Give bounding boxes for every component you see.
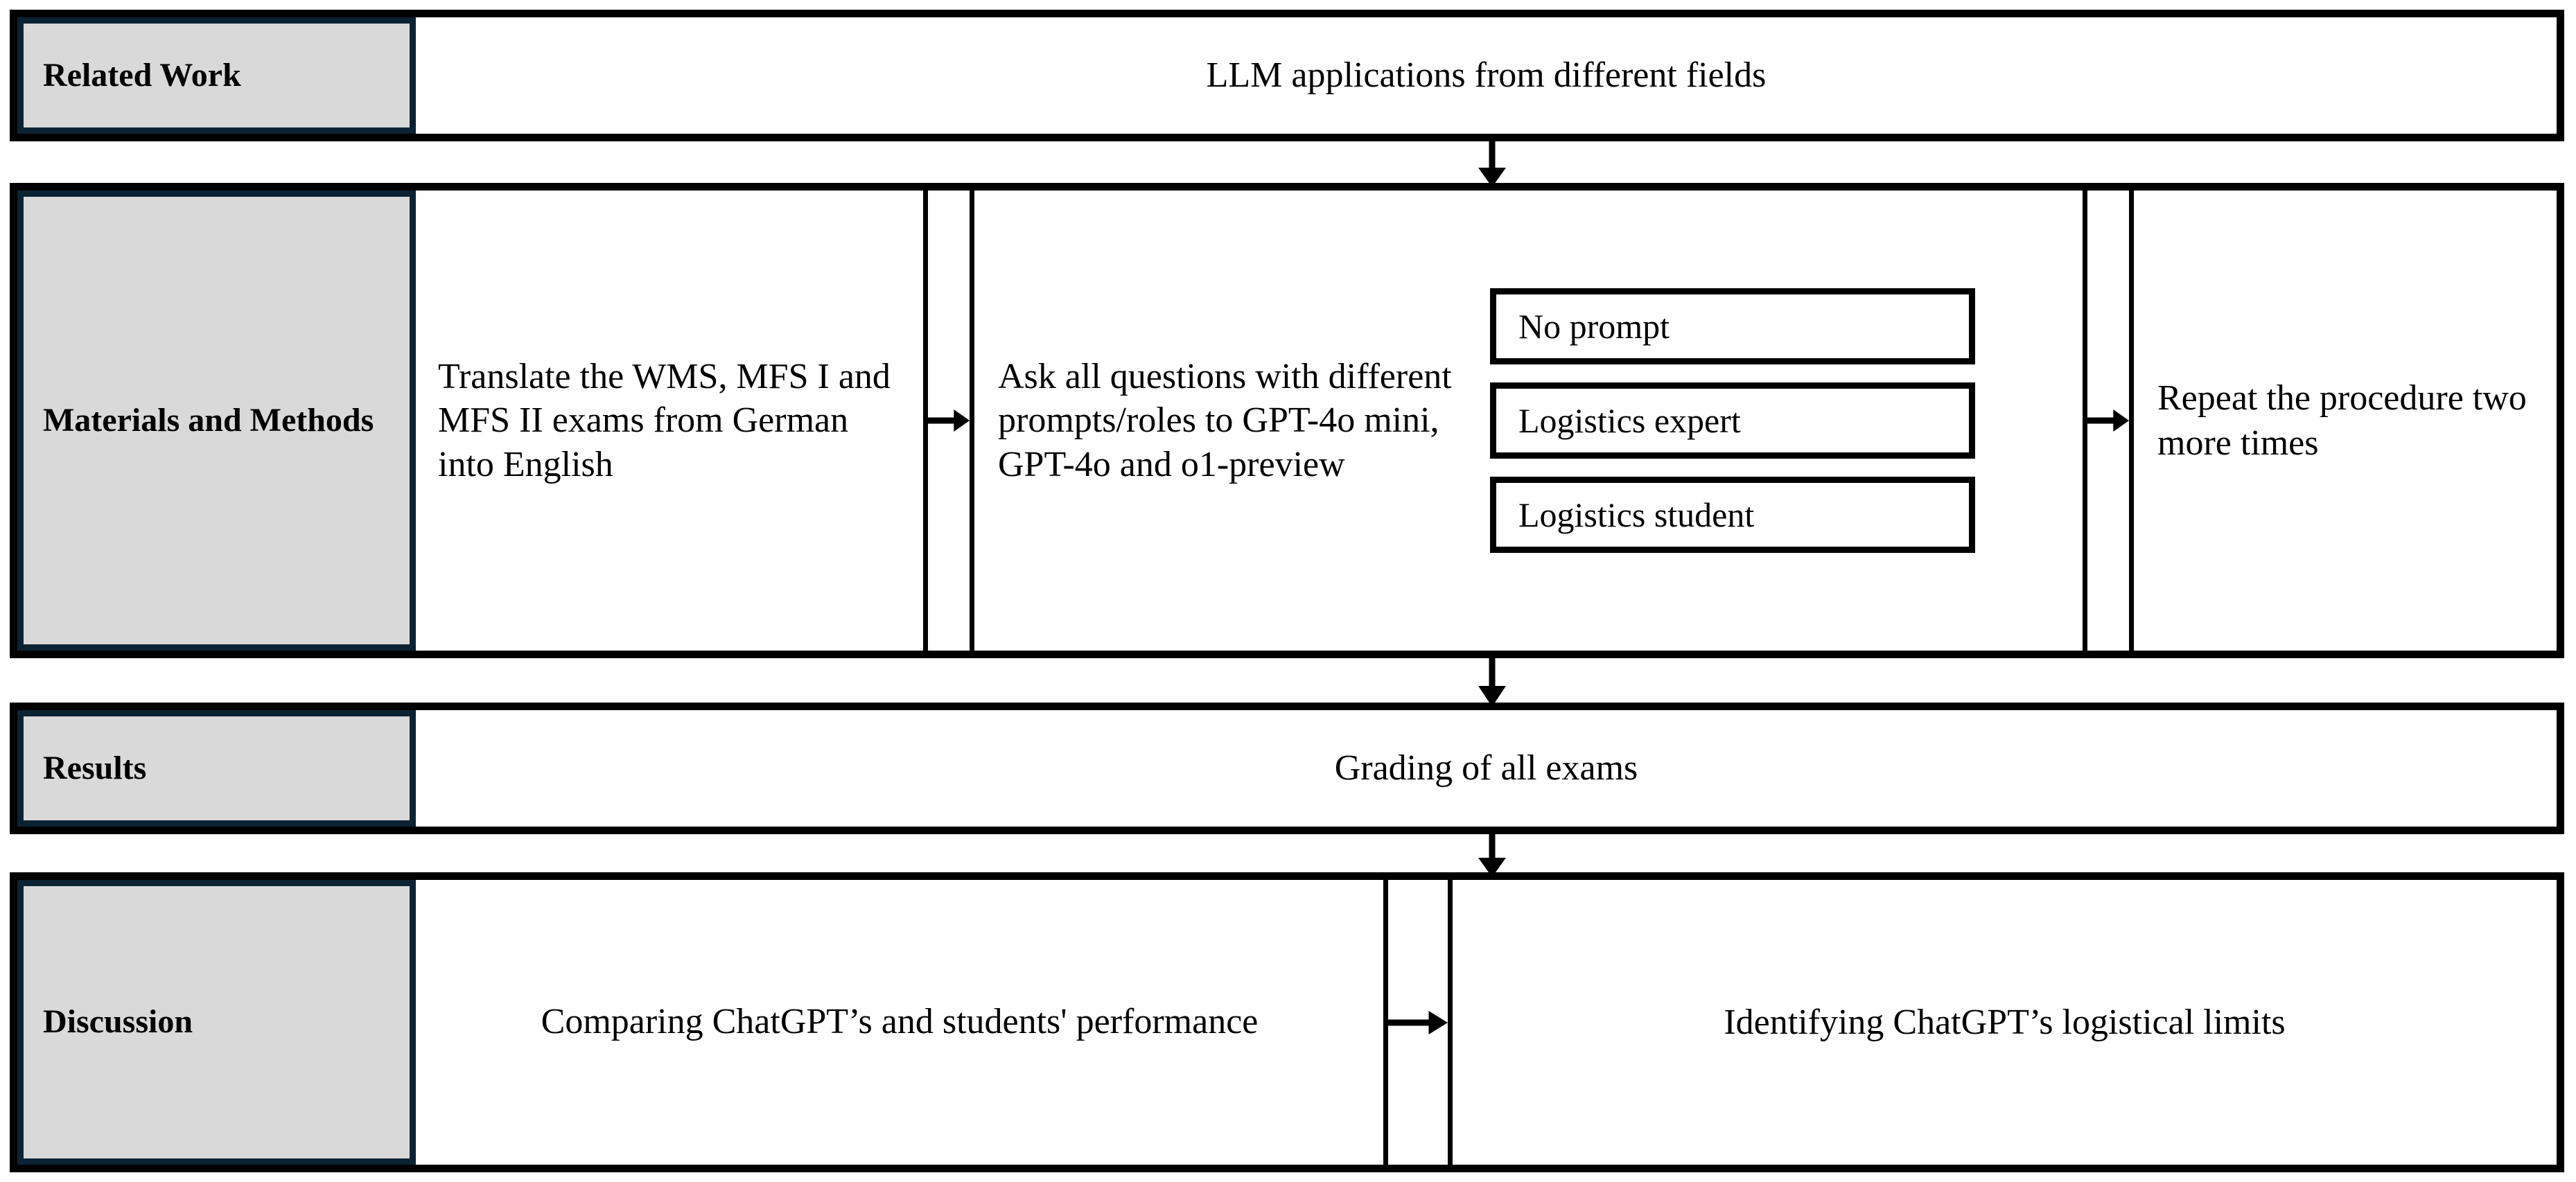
- stage-label-results: Results: [17, 710, 416, 827]
- right-arrow-icon-ask-to-repeat: [2087, 407, 2129, 434]
- connector-column-translate-to-ask: [923, 191, 974, 651]
- row-materials-and-methods: Materials and Methods Translate the WMS,…: [10, 183, 2564, 658]
- prompt-box-logistics-student: Logistics student: [1490, 477, 1975, 553]
- prompt-box-no-prompt: No prompt: [1490, 288, 1975, 364]
- step-ask-questions-group: Ask all questions with different prompts…: [974, 191, 2083, 651]
- step-ask-questions-text: Ask all questions with different prompts…: [998, 356, 1452, 484]
- step-translate-exams: Translate the WMS, MFS I and MFS II exam…: [438, 356, 891, 484]
- stage-label-materials-and-methods: Materials and Methods: [17, 191, 416, 651]
- discussion-step-identify-limits: Identifying ChatGPT’s logistical limits: [1724, 1002, 2286, 1042]
- results-content: Grading of all exams: [1334, 748, 1638, 788]
- right-arrow-icon-translate-to-ask: [928, 407, 970, 434]
- prompt-box-logistics-expert: Logistics expert: [1490, 382, 1975, 459]
- row-related-work: Related Work LLM applications from diffe…: [10, 10, 2564, 141]
- stage-label-related-work: Related Work: [17, 17, 416, 134]
- prompt-roles-list: No prompt Logistics expert Logistics stu…: [1490, 288, 1975, 553]
- down-arrow-icon-related-to-materials: [1471, 139, 1513, 187]
- row-discussion: Discussion Comparing ChatGPT’s and stude…: [10, 872, 2564, 1172]
- right-arrow-icon-compare-to-identify: [1388, 1009, 1448, 1037]
- connector-column-ask-to-repeat: [2083, 191, 2134, 651]
- step-repeat-procedure: Repeat the procedure two more times: [2157, 378, 2527, 463]
- discussion-step-compare-performance: Comparing ChatGPT’s and students' perfor…: [541, 1002, 1259, 1042]
- row-results: Results Grading of all exams: [10, 703, 2564, 834]
- down-arrow-icon-results-to-discussion: [1471, 831, 1513, 877]
- connector-column-compare-to-identify: [1383, 880, 1453, 1165]
- stage-label-discussion: Discussion: [17, 880, 416, 1165]
- down-arrow-icon-materials-to-results: [1471, 655, 1513, 707]
- related-work-content: LLM applications from different fields: [1206, 55, 1767, 96]
